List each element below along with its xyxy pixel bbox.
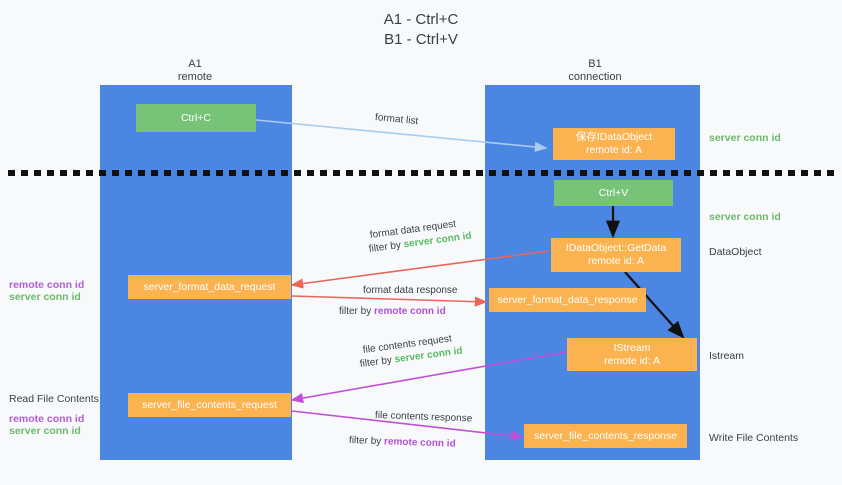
filter-by-text-4: filter by — [348, 435, 385, 448]
page-title: A1 - Ctrl+C B1 - Ctrl+V — [383, 11, 459, 48]
label-read-file-contents: Read File Contents — [9, 393, 99, 405]
label-server-conn-id-upper: server conn id — [9, 291, 81, 303]
arrow-label-file-contents-response: file contents response — [375, 409, 473, 426]
label-server-conn-id-second: server conn id — [709, 211, 781, 223]
arrow-label-file-contents-response-filter: filter by remote conn id — [349, 434, 456, 452]
box-server-file-contents-request[interactable]: server_file_contents_request — [128, 393, 291, 417]
arrow-label-format-list: format list — [374, 112, 419, 128]
box-ctrl-c[interactable]: Ctrl+C — [136, 104, 256, 132]
box-save-idataobject[interactable]: 保存IDataObject remote id: A — [553, 128, 675, 160]
arrow-label-file-contents-response-text: file contents response — [374, 410, 473, 425]
box-ctrl-v[interactable]: Ctrl+V — [554, 180, 673, 206]
filter-value-remote-conn-id-1: remote conn id — [374, 306, 446, 317]
label-server-conn-id-lower: server conn id — [9, 425, 81, 437]
arrow-label-format-data-response-text: format data response — [363, 285, 458, 296]
label-server-conn-id-top: server conn id — [709, 132, 781, 144]
label-write-file-contents: Write File Contents — [709, 432, 799, 444]
arrow-label-format-data-response-filter: filter by remote conn id — [339, 305, 446, 319]
label-istream: Istream — [709, 350, 745, 362]
filter-by-text-2: filter by — [339, 306, 375, 317]
filter-value-remote-conn-id-2: remote conn id — [383, 436, 456, 450]
column-header-a1: A1 remote — [177, 58, 213, 83]
box-istream[interactable]: IStream remote id: A — [567, 338, 697, 371]
box-idataobject-getdata[interactable]: IDataObject::GetData remote id: A — [551, 238, 681, 272]
column-header-b1: B1 connection — [568, 58, 622, 83]
label-remote-conn-id-lower: remote conn id — [9, 413, 85, 425]
arrow-label-format-data-response: format data response — [363, 284, 458, 298]
box-server-format-data-response[interactable]: server_format_data_response — [489, 288, 646, 312]
filter-by-text-1: filter by — [368, 239, 405, 255]
filter-by-text-3: filter by — [359, 354, 396, 370]
box-server-file-contents-response[interactable]: server_file_contents_response — [524, 424, 687, 448]
label-dataobject: DataObject — [709, 246, 762, 258]
divider-dashed-line — [8, 170, 836, 176]
label-remote-conn-id-upper: remote conn id — [9, 279, 85, 291]
box-server-format-data-request[interactable]: server_format_data_request — [128, 275, 291, 299]
